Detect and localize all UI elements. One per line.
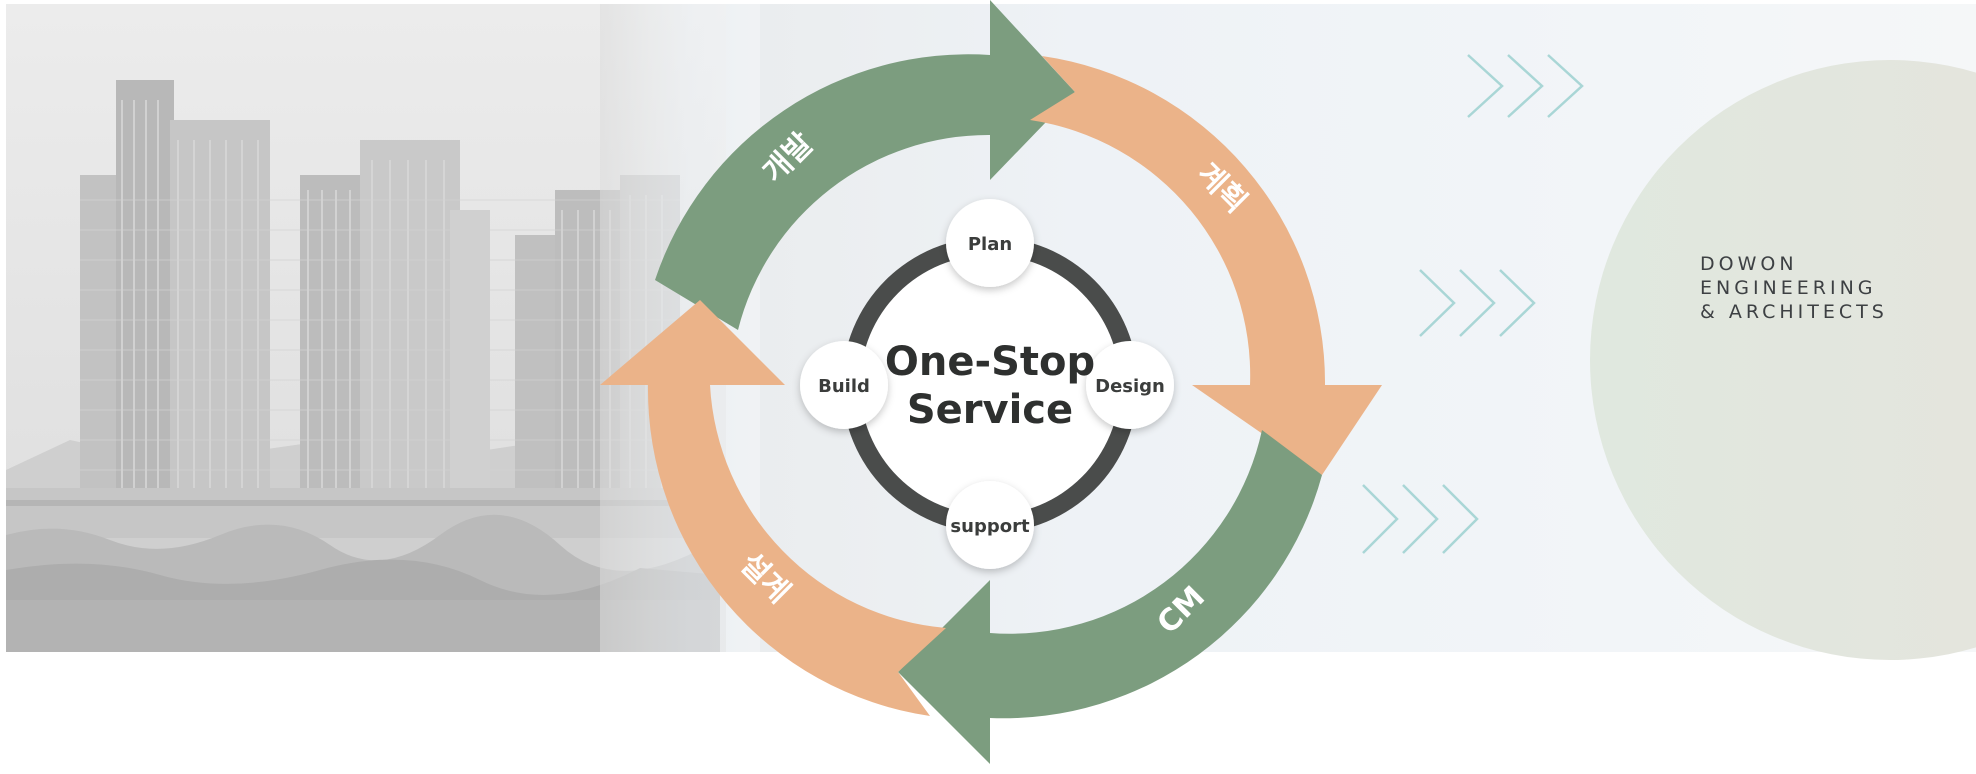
node-design-label: Design <box>1095 376 1165 397</box>
chevron-arrows-top-icon <box>1467 54 1584 118</box>
node-plan-label: Plan <box>968 234 1012 255</box>
arrow-design <box>600 300 946 716</box>
center-title-line1: One-Stop <box>885 339 1095 385</box>
chevron-arrows-bottom-icon <box>1362 484 1479 554</box>
service-center <box>860 255 1120 515</box>
chevron-arrows-middle-icon <box>1419 269 1536 337</box>
arrow-development <box>655 0 1075 330</box>
node-support <box>946 481 1034 569</box>
cycle-arrows <box>600 0 1382 764</box>
node-build <box>800 341 888 429</box>
node-build-label: Build <box>818 376 870 397</box>
company-name-line3: & ARCHITECTS <box>1700 301 1888 323</box>
arrow-cm <box>898 430 1322 764</box>
company-name: DOWON ENGINEERING & ARCHITECTS <box>1700 252 1888 324</box>
node-support-label: support <box>950 516 1030 537</box>
company-name-line1: DOWON <box>1700 253 1798 275</box>
node-plan <box>946 199 1034 287</box>
brand-circle <box>1590 60 1976 660</box>
center-title-line2: Service <box>907 387 1073 433</box>
company-name-line2: ENGINEERING <box>1700 277 1877 299</box>
arrow-planning <box>1030 56 1382 475</box>
node-design <box>1086 341 1174 429</box>
